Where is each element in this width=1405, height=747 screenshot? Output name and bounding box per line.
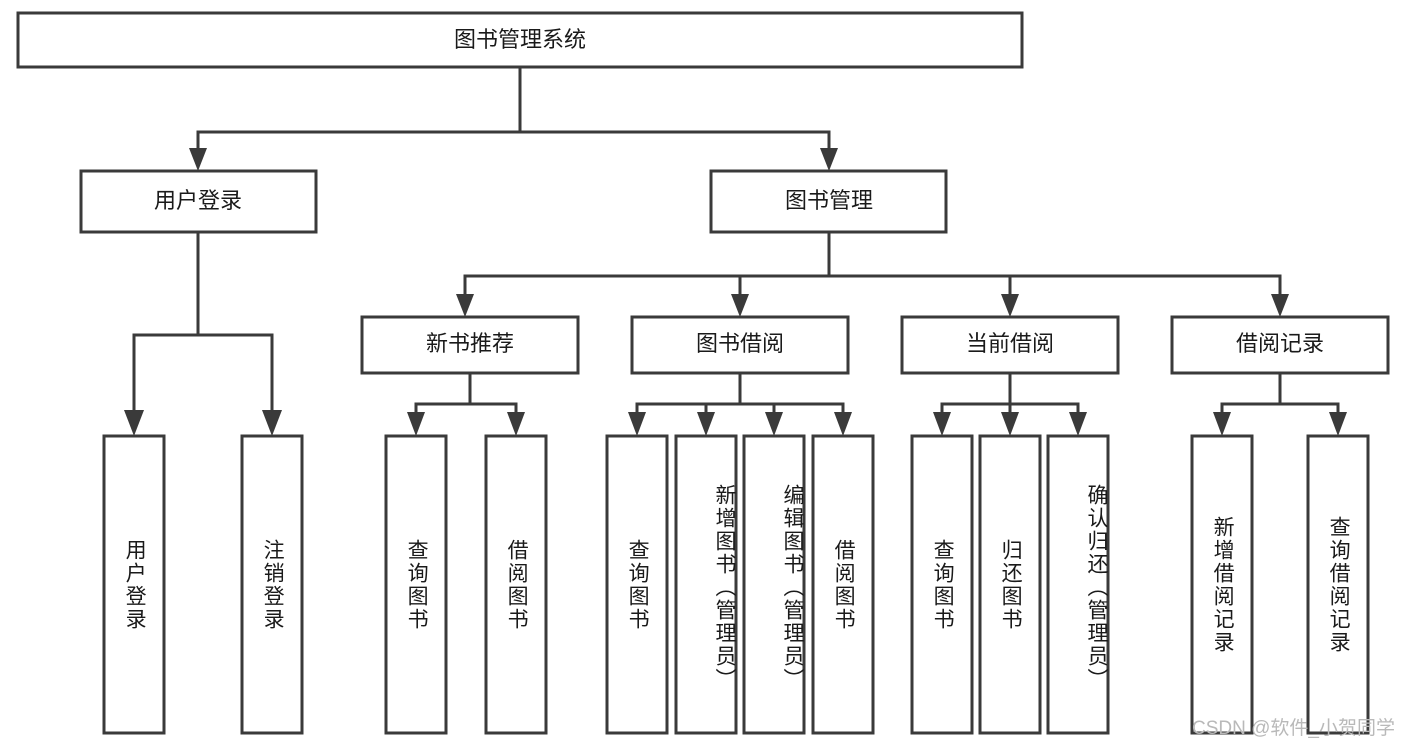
arrow-user-leaf1: [124, 410, 144, 436]
node-new-book-recommend-box[interactable]: [360, 315, 580, 375]
leaf-box-record-0[interactable]: [1190, 434, 1254, 735]
leaf-box-borrow-0[interactable]: [605, 434, 669, 735]
arrow-root-to-bookmgmt: [820, 148, 838, 171]
connector-group: [124, 65, 1347, 436]
arrow-current-l2: [1001, 412, 1019, 436]
arrow-recommend-l1: [407, 412, 425, 436]
node-borrow-record[interactable]: 借阅记录: [1170, 315, 1390, 375]
arrow-borrow-l1: [628, 412, 646, 436]
node-current-borrow[interactable]: 当前借阅: [900, 315, 1120, 375]
arrow-recommend-l2: [507, 412, 525, 436]
arrow-bookmgmt-c4: [1271, 294, 1289, 317]
leaf-box-current-2[interactable]: [1046, 434, 1110, 735]
arrow-bookmgmt-c2: [731, 294, 749, 317]
arrow-current-l3: [1069, 412, 1087, 436]
leaf-box-borrow-3[interactable]: [811, 434, 875, 735]
node-root[interactable]: 图书管理系统: [16, 11, 1024, 69]
node-user-login[interactable]: 用户登录: [79, 169, 318, 234]
node-book-borrow-box[interactable]: [630, 315, 850, 375]
arrow-borrow-l2: [697, 412, 715, 436]
arrow-root-to-user: [189, 148, 207, 171]
arrow-bookmgmt-c3: [1001, 294, 1019, 317]
arrow-record-l2: [1329, 412, 1347, 436]
node-book-borrow-label: 图书借阅: [696, 331, 784, 356]
arrow-current-l1: [933, 412, 951, 436]
leaf-box-current-0[interactable]: [910, 434, 974, 735]
leaf-box-record-1[interactable]: [1306, 434, 1370, 735]
leaf-box-borrow-2[interactable]: [742, 434, 806, 735]
arrow-borrow-l4: [834, 412, 852, 436]
node-book-management-box[interactable]: [709, 169, 948, 234]
arrow-bookmgmt-c1: [456, 294, 474, 317]
leaf-box-user-login-1[interactable]: [240, 434, 304, 735]
node-user-login-box[interactable]: [79, 169, 318, 234]
node-book-borrow[interactable]: 图书借阅: [630, 315, 850, 375]
leaf-box-recommend-0[interactable]: [384, 434, 448, 735]
arrow-record-l1: [1213, 412, 1231, 436]
watermark-text: CSDN @软件_小贺同学: [1192, 718, 1395, 739]
node-book-management[interactable]: 图书管理: [709, 169, 948, 234]
arrow-borrow-l3: [765, 412, 783, 436]
node-root-box[interactable]: [16, 11, 1024, 69]
node-borrow-record-label: 借阅记录: [1236, 331, 1324, 356]
node-root-label: 图书管理系统: [454, 27, 586, 52]
leaf-box-current-1[interactable]: [978, 434, 1042, 735]
node-current-borrow-box[interactable]: [900, 315, 1120, 375]
node-user-login-label: 用户登录: [154, 188, 242, 213]
node-book-management-label: 图书管理: [785, 188, 873, 213]
node-new-book-recommend-label: 新书推荐: [426, 331, 514, 356]
node-borrow-record-box[interactable]: [1170, 315, 1390, 375]
leaf-box-user-login-0[interactable]: [102, 434, 166, 735]
node-new-book-recommend[interactable]: 新书推荐: [360, 315, 580, 375]
leaf-box-recommend-1[interactable]: [484, 434, 548, 735]
leaf-box-borrow-1[interactable]: [674, 434, 738, 735]
arrow-user-leaf2: [262, 410, 282, 436]
node-current-borrow-label: 当前借阅: [966, 331, 1054, 356]
